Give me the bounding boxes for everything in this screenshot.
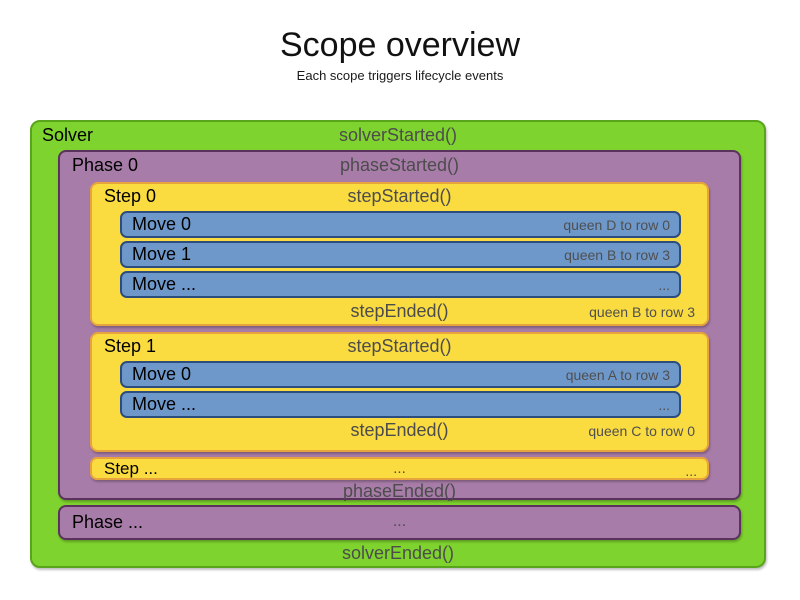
phase-0-label: Phase 0 — [72, 155, 139, 175]
phase-more-scope-box: Phase ... ... — [58, 505, 741, 540]
step-0-started-event: stepStarted() — [347, 186, 452, 206]
step-0-ended-row: stepEnded() queen B to row 3 — [92, 301, 707, 323]
move-row: Move ... ... — [120, 391, 681, 418]
step-more-label: Step ... — [104, 459, 158, 478]
step-more-ellipsis-right: ... — [685, 463, 697, 479]
step-0-label: Step 0 — [104, 186, 157, 206]
step-more-scope-box: Step ... ... ... — [90, 457, 709, 480]
solver-scope-box: Solver solverStarted() Phase 0 phaseStar… — [30, 120, 766, 568]
step-0-ended-detail: queen B to row 3 — [589, 304, 695, 320]
phase-more-ellipsis-center: ... — [392, 513, 407, 530]
move-label: Move 0 — [132, 214, 192, 234]
move-detail: queen D to row 0 — [563, 217, 670, 233]
move-row: Move 1 queen B to row 3 — [120, 241, 681, 268]
step-more-ellipsis-center: ... — [393, 460, 406, 477]
solver-label: Solver — [42, 125, 94, 145]
move-row: Move 0 queen D to row 0 — [120, 211, 681, 238]
step-0-scope-box: Step 0 stepStarted() Move 0 queen D to r… — [90, 182, 709, 326]
phase-0-scope-box: Phase 0 phaseStarted() Step 0 stepStarte… — [58, 150, 741, 501]
step-1-label: Step 1 — [104, 336, 157, 356]
step-1-ended-row: stepEnded() queen C to row 0 — [92, 420, 707, 442]
step-0-ended-event: stepEnded() — [350, 301, 449, 321]
move-label: Move 1 — [132, 244, 192, 264]
phase-started-event: phaseStarted() — [339, 155, 460, 175]
move-label: Move 0 — [132, 364, 192, 384]
move-detail: ... — [658, 397, 670, 413]
move-row: Move ... ... — [120, 271, 681, 298]
move-row: Move 0 queen A to row 3 — [120, 361, 681, 388]
step-1-started-event: stepStarted() — [347, 336, 452, 356]
move-detail: queen B to row 3 — [564, 247, 670, 263]
step-1-ended-event: stepEnded() — [350, 420, 449, 440]
phase-ended-event: phaseEnded() — [342, 481, 457, 501]
move-detail: ... — [658, 277, 670, 293]
phase-more-label: Phase ... — [72, 512, 144, 532]
move-label: Move ... — [132, 274, 197, 294]
step-1-scope-box: Step 1 stepStarted() Move 0 queen A to r… — [90, 332, 709, 452]
solver-started-event: solverStarted() — [338, 125, 458, 145]
solver-ended-event: solverEnded() — [341, 543, 455, 563]
diagram-subtitle: Each scope triggers lifecycle events — [296, 68, 504, 83]
step-1-ended-detail: queen C to row 0 — [588, 423, 695, 439]
move-label: Move ... — [132, 394, 197, 414]
move-detail: queen A to row 3 — [565, 367, 670, 383]
diagram-title: Scope overview — [279, 26, 520, 64]
